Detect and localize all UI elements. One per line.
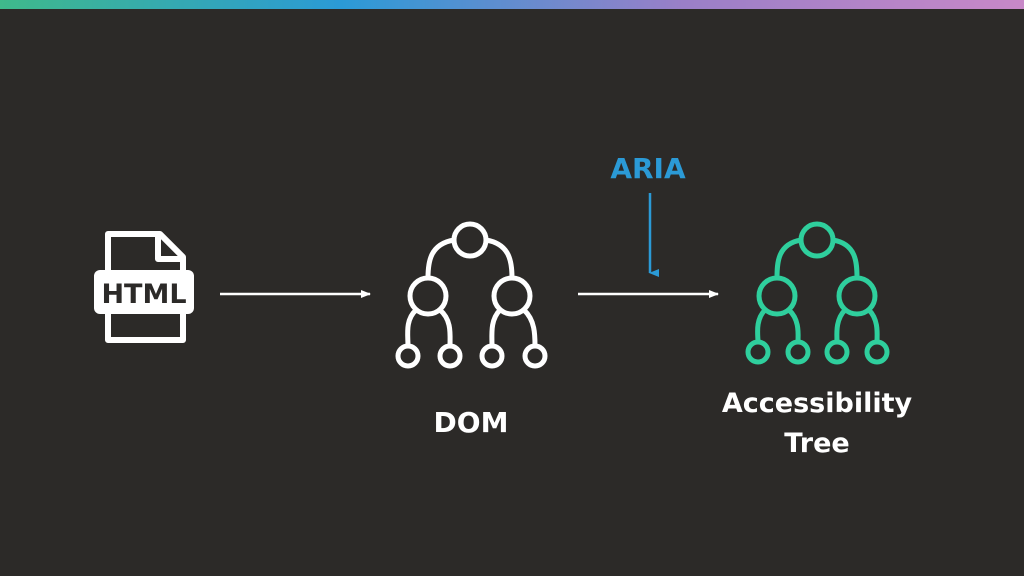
aria-label: ARIA [610,152,686,185]
top-gradient-bar [0,0,1024,9]
html-file-icon: HTML [94,231,194,343]
dom-tree-icon [395,221,548,369]
dom-label: DOM [434,406,509,439]
html-label: HTML [101,279,186,310]
accessibility-tree-label-line2: Tree [784,428,849,459]
accessibility-tree-label-line1: Accessibility [722,388,913,419]
accessibility-tree-icon [745,221,890,365]
